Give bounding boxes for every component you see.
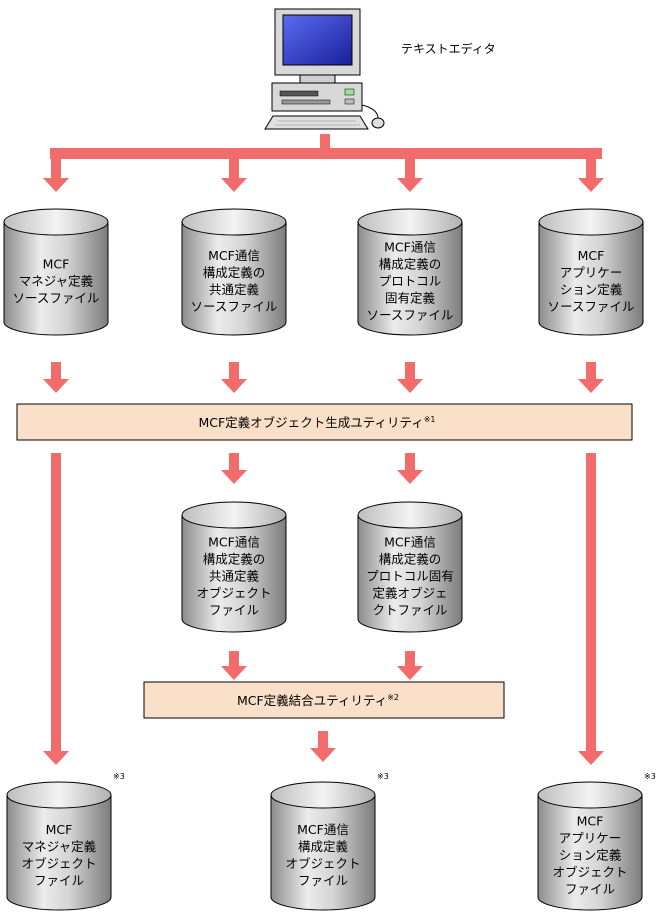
trunk-line <box>320 134 330 152</box>
intermediate-file-1-line-1: MCF通信 <box>208 535 260 550</box>
intermediate-file-1-line-4: オブジェクト <box>196 586 271 601</box>
source-file-3-body <box>357 221 463 336</box>
intermediate-file-2-line-1: MCF通信 <box>384 535 436 550</box>
intermediate-file-1-body <box>181 514 287 633</box>
output-file-1-line-1: MCF <box>46 822 73 837</box>
output-file-1-note: ※3 <box>113 772 125 781</box>
output-file-3-line-4: オブジェクト <box>552 865 627 880</box>
output-file-3-body <box>537 794 643 911</box>
source-file-3-line-5: ソースファイル <box>367 308 454 323</box>
flow-arrows <box>43 134 604 765</box>
arrow-to-source-2 <box>221 155 247 192</box>
output-file-2-line-2: 構成定義 <box>298 839 349 854</box>
source-file-2-line-4: ソースファイル <box>191 299 278 314</box>
intermediate-file-1-top <box>181 501 287 529</box>
source-file-4-line-3: ション定義 <box>560 282 623 297</box>
source-file-1-body <box>3 221 109 336</box>
output-file-2-top <box>270 781 376 809</box>
output-file-3-line-5: ファイル <box>565 882 615 897</box>
intermediate-file-2-body <box>357 514 463 633</box>
source-file-4-line-1: MCF <box>578 248 605 263</box>
arrow-to-source-3 <box>397 155 423 192</box>
output-file-3-line-1: MCF <box>577 814 604 829</box>
source-file-2-line-3: 共通定義 <box>209 282 260 297</box>
branch-line <box>50 148 602 159</box>
arrow-to-source-4 <box>578 155 604 192</box>
arrow-application-to-output <box>578 453 604 765</box>
source-file-1-line-1: MCF <box>43 257 70 272</box>
arrow-source-to-generate-4 <box>578 362 604 393</box>
output-file-1-line-4: ファイル <box>34 873 84 888</box>
output-file-1-top <box>6 781 112 809</box>
source-file-4-top <box>538 208 644 236</box>
source-file-1-top <box>3 208 109 236</box>
output-file-1-body <box>6 794 112 911</box>
output-file-2-line-1: MCF通信 <box>297 822 349 837</box>
generate-utility-box: MCF定義オブジェクト生成ユティリティ※1 <box>16 403 633 441</box>
arrow-generate-to-intermediate-2 <box>397 453 423 484</box>
combine-utility-box: MCF定義結合ユティリティ※2 <box>143 681 505 719</box>
output-file-3-line-3: ション定義 <box>559 848 622 863</box>
output-file-2-line-4: ファイル <box>298 873 348 888</box>
output-file-2-note: ※3 <box>377 772 389 781</box>
source-file-2-top <box>181 208 287 236</box>
source-file-4-line-4: ソースファイル <box>548 299 635 314</box>
combine-utility-label: MCF定義結合ユティリティ※2 <box>237 693 399 708</box>
generate-utility-label: MCF定義オブジェクト生成ユティリティ※1 <box>198 415 435 430</box>
source-file-4-body <box>538 221 644 336</box>
intermediate-file-2-line-4: 定義オブジェ <box>372 586 447 601</box>
output-file-2-line-3: オブジェクト <box>285 856 360 871</box>
intermediate-file-2-line-2: 構成定義の <box>379 552 442 567</box>
source-file-3-top <box>357 208 463 236</box>
source-file-2-line-1: MCF通信 <box>208 248 260 263</box>
intermediate-file-2-line-3: プロトコル固有 <box>366 569 454 584</box>
intermediate-file-1-line-2: 構成定義の <box>203 552 266 567</box>
computer-icon <box>264 8 385 130</box>
source-file-3-line-1: MCF通信 <box>384 240 436 255</box>
arrow-manager-to-output <box>43 453 69 765</box>
output-file-3-note: ※3 <box>644 772 656 781</box>
output-file-3-line-2: アプリケー <box>559 831 622 846</box>
arrow-source-to-generate-1 <box>43 362 69 393</box>
arrow-intermediate-to-combine-2 <box>397 651 423 680</box>
output-file-2-body <box>270 794 376 911</box>
source-file-3-line-2: 構成定義の <box>379 257 442 272</box>
source-file-3-line-3: プロトコル <box>379 274 442 289</box>
arrow-generate-to-intermediate-1 <box>221 453 247 484</box>
source-file-2-body <box>181 221 287 336</box>
source-file-4-line-2: アプリケー <box>560 265 623 280</box>
intermediate-file-1-line-3: 共通定義 <box>209 569 260 584</box>
arrow-combine-to-output <box>310 731 336 762</box>
arrow-intermediate-to-combine-1 <box>221 651 247 680</box>
intermediate-file-2-line-5: クトファイル <box>372 603 447 618</box>
output-file-1-line-3: オブジェクト <box>21 856 96 871</box>
source-file-2-line-2: 構成定義の <box>203 265 266 280</box>
intermediate-file-2-top <box>357 501 463 529</box>
intermediate-file-1-line-5: ファイル <box>209 603 259 618</box>
editor-label: テキストエディタ <box>401 41 496 56</box>
file-cylinders: MCFマネジャ定義ソースファイルMCF通信構成定義の共通定義ソースファイルMCF… <box>3 208 656 911</box>
arrow-source-to-generate-2 <box>221 362 247 393</box>
output-file-3-top <box>537 781 643 809</box>
source-file-1-line-2: マネジャ定義 <box>19 274 94 289</box>
arrow-to-source-1 <box>43 155 69 192</box>
output-file-1-line-2: マネジャ定義 <box>22 839 97 854</box>
source-file-1-line-3: ソースファイル <box>13 291 100 306</box>
arrow-source-to-generate-3 <box>397 362 423 393</box>
source-file-3-line-4: 固有定義 <box>385 291 436 306</box>
